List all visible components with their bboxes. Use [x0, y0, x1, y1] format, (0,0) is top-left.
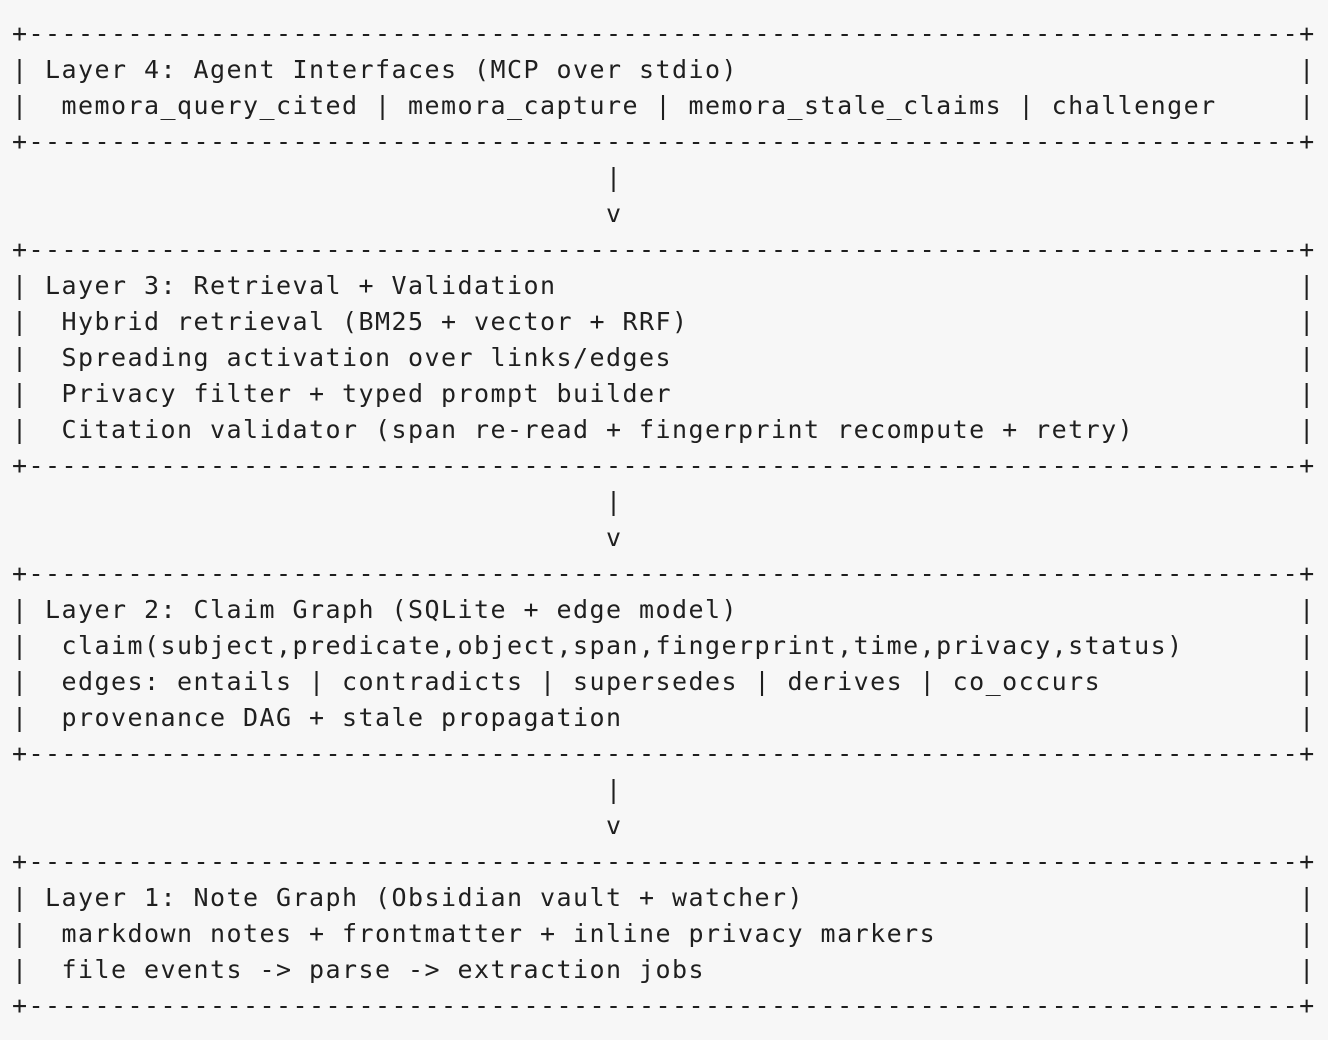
- arrow-4-to-3-stem: |: [12, 163, 623, 192]
- arrow-3-to-2-head: v: [12, 523, 623, 552]
- layer3-item-spreading-activation: | Spreading activation over links/edges …: [12, 343, 1316, 372]
- layer2-item-claim-schema: | claim(subject,predicate,object,span,fi…: [12, 631, 1316, 660]
- layer4-title: | Layer 4: Agent Interfaces (MCP over st…: [12, 55, 1316, 84]
- layer2-box-bottom-border: +---------------------------------------…: [12, 739, 1316, 768]
- arrow-3-to-2-stem: |: [12, 487, 623, 516]
- arrow-4-to-3-head: v: [12, 199, 623, 228]
- layer2-title: | Layer 2: Claim Graph (SQLite + edge mo…: [12, 595, 1316, 624]
- layer1-box-top-border: +---------------------------------------…: [12, 847, 1316, 876]
- layer3-box-bottom-border: +---------------------------------------…: [12, 451, 1316, 480]
- layer2-item-provenance: | provenance DAG + stale propagation |: [12, 703, 1316, 732]
- layer1-title: | Layer 1: Note Graph (Obsidian vault + …: [12, 883, 1316, 912]
- arrow-2-to-1-stem: |: [12, 775, 623, 804]
- layer4-tools-line: | memora_query_cited | memora_capture | …: [12, 91, 1316, 120]
- layer3-item-citation-validator: | Citation validator (span re-read + fin…: [12, 415, 1316, 444]
- arrow-2-to-1-head: v: [12, 811, 623, 840]
- layer3-item-privacy-filter: | Privacy filter + typed prompt builder …: [12, 379, 1316, 408]
- layer1-item-markdown-notes: | markdown notes + frontmatter + inline …: [12, 919, 1316, 948]
- layer2-box-top-border: +---------------------------------------…: [12, 559, 1316, 588]
- layer4-box-top-border: +---------------------------------------…: [12, 19, 1316, 48]
- layer3-item-hybrid-retrieval: | Hybrid retrieval (BM25 + vector + RRF)…: [12, 307, 1316, 336]
- layer1-box-bottom-border: +---------------------------------------…: [12, 991, 1316, 1020]
- layer1-item-file-events: | file events -> parse -> extraction job…: [12, 955, 1316, 984]
- layer2-item-edges: | edges: entails | contradicts | superse…: [12, 667, 1316, 696]
- layer3-title: | Layer 3: Retrieval + Validation |: [12, 271, 1316, 300]
- layer3-box-top-border: +---------------------------------------…: [12, 235, 1316, 264]
- layer4-box-bottom-border: +---------------------------------------…: [12, 127, 1316, 156]
